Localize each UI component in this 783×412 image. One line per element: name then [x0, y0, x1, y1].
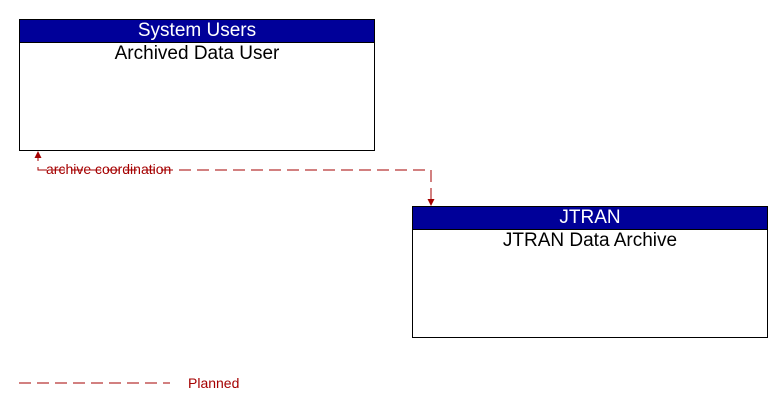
jtran-data-archive-node[interactable]: JTRAN JTRAN Data Archive [412, 206, 768, 338]
jtran-data-archive-title: JTRAN Data Archive [502, 230, 678, 251]
legend-planned-label: Planned [188, 375, 240, 391]
archived-data-user-title: Archived Data User [114, 43, 280, 64]
archived-data-user-category: System Users [20, 20, 374, 43]
arrowhead-up-icon [34, 151, 42, 158]
archived-data-user-node[interactable]: System Users Archived Data User [19, 19, 375, 151]
arrowhead-down-icon [427, 199, 435, 206]
jtran-data-archive-category: JTRAN [413, 207, 767, 230]
archive-coordination-label: archive coordination [46, 161, 172, 177]
archive-coordination-flow-line[interactable] [37, 157, 432, 200]
